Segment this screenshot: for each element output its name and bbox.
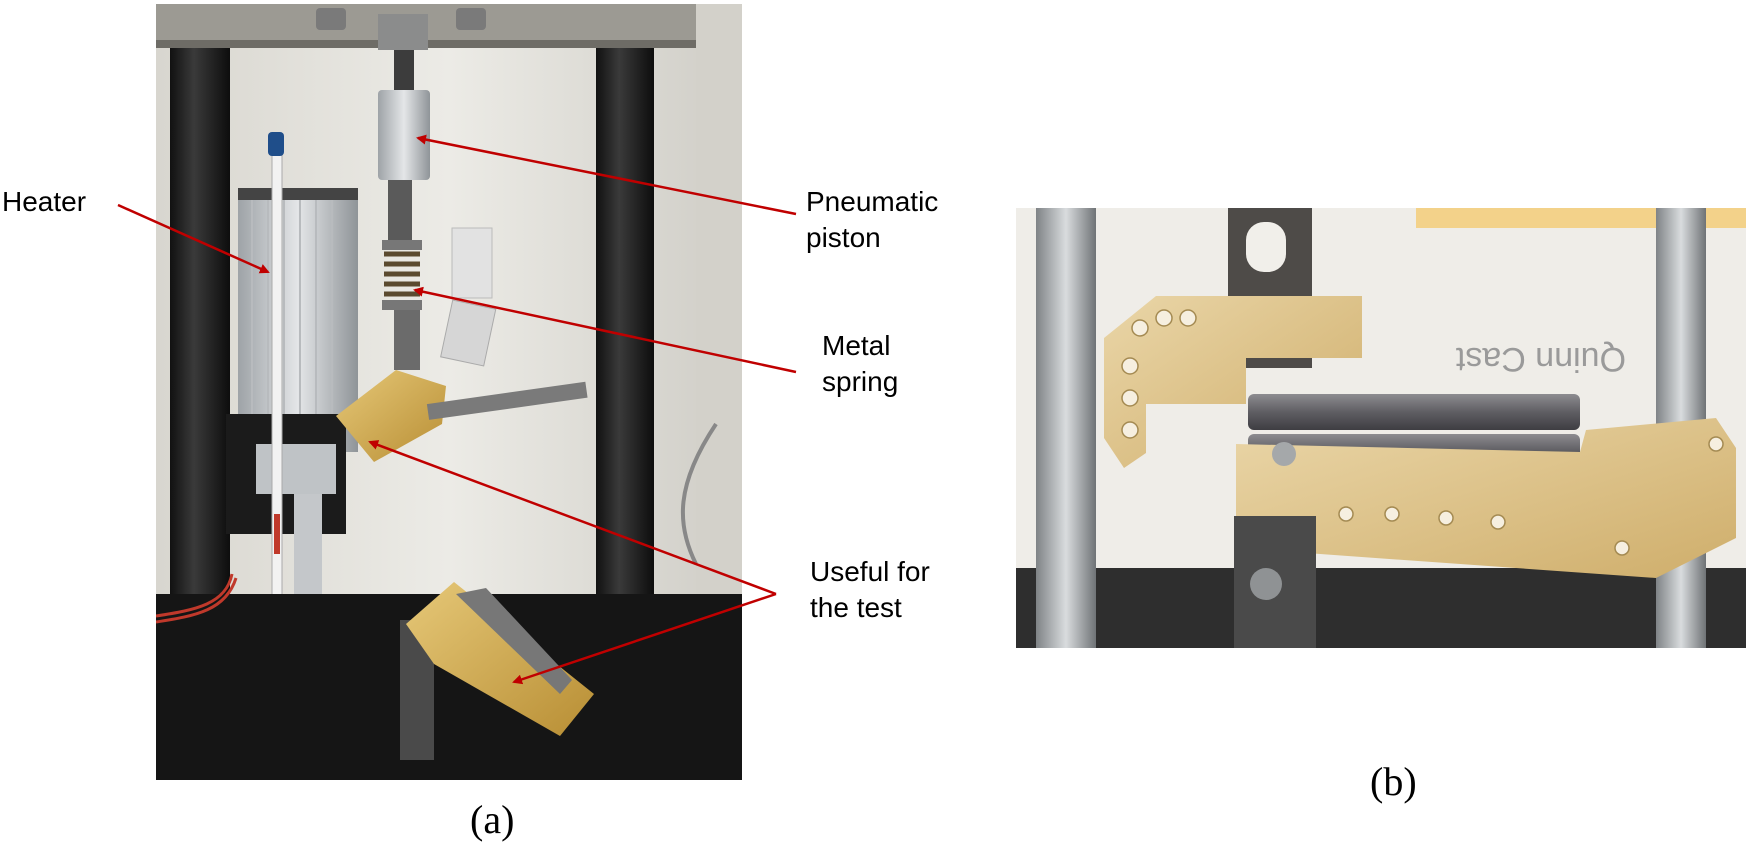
caption-b: (b) [1370, 759, 1417, 804]
heater-label: Heater [2, 186, 87, 217]
useful-for-test-line-2: the test [810, 592, 902, 623]
useful-for-test-label: Useful for the test [810, 554, 930, 626]
photo-b-background-text: Quinn Cast [1455, 340, 1626, 378]
metal-spring-line-2: spring [822, 366, 899, 397]
pneumatic-piston-label: Pneumatic piston [806, 184, 938, 256]
pneumatic-piston-line-2: piston [806, 222, 881, 253]
pneumatic-piston-line-1: Pneumatic [806, 186, 939, 217]
photo-a-test-rig [156, 4, 742, 780]
useful-for-test-line-1: Useful for [810, 556, 930, 587]
metal-spring-line-1: Metal [822, 330, 891, 361]
caption-a: (a) [470, 797, 515, 842]
metal-spring-label: Metal spring [822, 328, 898, 400]
photo-b-specimen-closeup: Quinn Cast [1016, 208, 1746, 648]
